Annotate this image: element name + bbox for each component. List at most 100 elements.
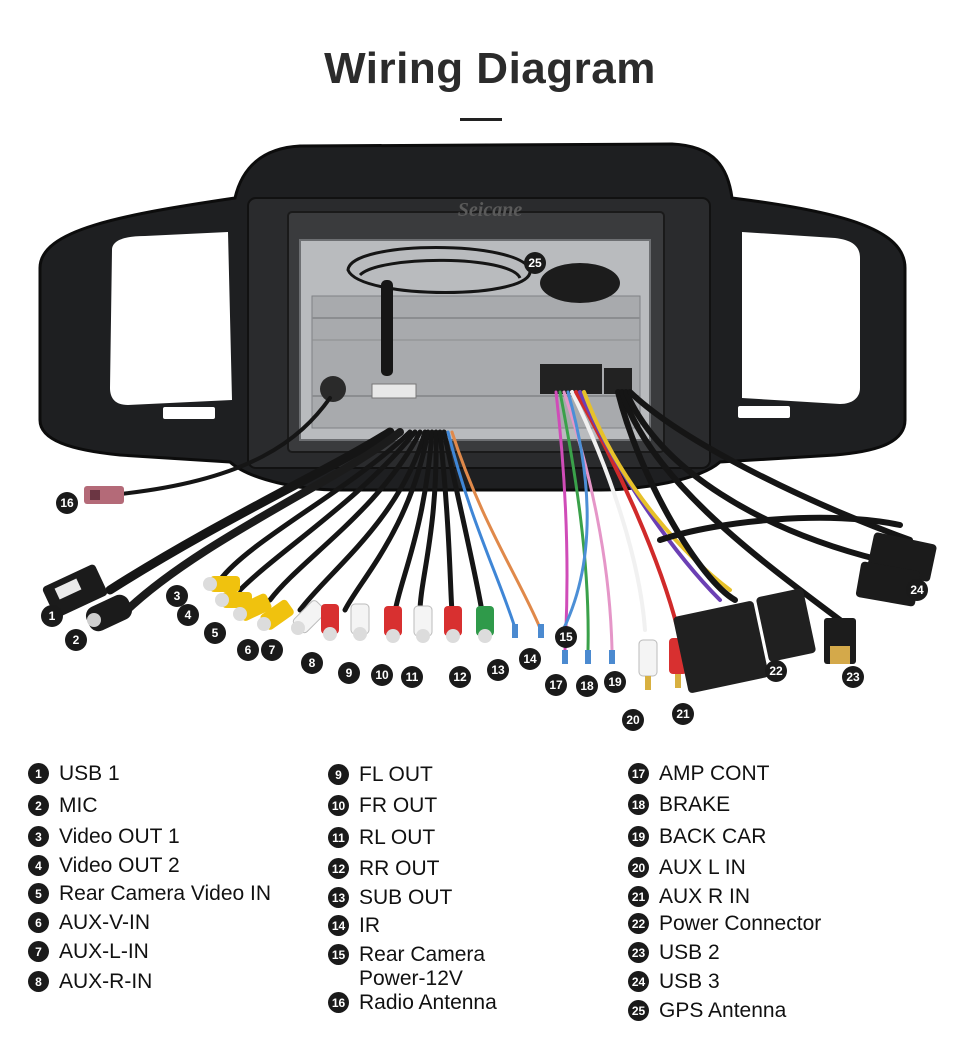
legend-badge: 21 (628, 886, 649, 907)
legend-label: USB 1 (59, 762, 120, 785)
legend-label: AUX-R-IN (59, 970, 153, 993)
svg-text:4: 4 (185, 608, 192, 622)
legend-label: BACK CAR (659, 825, 767, 848)
wifi-antenna (381, 280, 393, 376)
legend-item: 3 Video OUT 1 (28, 825, 180, 849)
callout-1: 1 (41, 605, 63, 627)
legend-badge: 20 (628, 857, 649, 878)
legend-label: GPS Antenna (659, 999, 787, 1022)
callout-21: 21 (672, 703, 694, 725)
wire-pins (512, 624, 615, 664)
callout-13: 13 (487, 659, 509, 681)
legend-badge: 9 (328, 764, 349, 785)
callout-5: 5 (204, 622, 226, 644)
rca-plugs (203, 576, 687, 690)
legend-label: RL OUT (359, 826, 436, 849)
legend-badge: 2 (28, 795, 49, 816)
svg-text:13: 13 (491, 663, 505, 677)
callout-6: 6 (237, 639, 259, 661)
callout-23: 23 (842, 666, 864, 688)
legend-badge: 7 (28, 941, 49, 962)
usb2-connector (824, 618, 856, 664)
legend-label: FR OUT (359, 794, 438, 817)
legend-badge: 12 (328, 858, 349, 879)
legend-badge: 23 (628, 942, 649, 963)
callout-16: 16 (56, 492, 78, 514)
legend-label: SUB OUT (359, 886, 453, 909)
legend-badge: 3 (28, 826, 49, 847)
svg-text:7: 7 (269, 643, 276, 657)
callout-3: 3 (166, 585, 188, 607)
svg-text:18: 18 (580, 679, 594, 693)
legend-badge: 4 (28, 855, 49, 876)
legend-label: USB 2 (659, 941, 720, 964)
callout-4: 4 (177, 604, 199, 626)
callout-10: 10 (371, 664, 393, 686)
legend-badge: 16 (328, 992, 349, 1013)
legend-label: BRAKE (659, 793, 731, 816)
legend-label: USB 3 (659, 970, 720, 993)
legend-item: 15 Rear Camera Power-12V (328, 943, 485, 991)
legend-badge: 10 (328, 795, 349, 816)
legend-badge: 14 (328, 915, 349, 936)
svg-text:5: 5 (212, 626, 219, 640)
legend-item: 5 Rear Camera Video IN (28, 882, 271, 906)
legend-item: 19 BACK CAR (628, 825, 766, 849)
svg-text:19: 19 (608, 675, 622, 689)
usb3-connector (855, 532, 937, 607)
gps-antenna (540, 263, 620, 303)
legend-badge: 5 (28, 883, 49, 904)
legend-label: Rear Camera Power-12V (359, 943, 486, 990)
svg-text:21: 21 (676, 707, 690, 721)
svg-text:20: 20 (626, 713, 640, 727)
callout-25: 25 (524, 252, 546, 274)
svg-text:1: 1 (49, 609, 56, 623)
legend-label: Video OUT 1 (59, 825, 180, 848)
svg-text:11: 11 (406, 670, 419, 684)
cables (105, 389, 913, 652)
legend-badge: 15 (328, 944, 349, 965)
callout-11: 11 (401, 666, 423, 688)
legend-item: 23 USB 2 (628, 941, 720, 965)
legend-badge: 22 (628, 913, 649, 934)
callout-18: 18 (576, 675, 598, 697)
svg-text:24: 24 (910, 583, 924, 597)
callout-17: 17 (545, 674, 567, 696)
callout-20: 20 (622, 709, 644, 731)
legend-item: 20 AUX L IN (628, 856, 746, 880)
legend-badge: 19 (628, 826, 649, 847)
legend-label: FL OUT (359, 763, 433, 786)
callout-24: 24 (906, 579, 928, 601)
svg-text:9: 9 (346, 666, 353, 680)
callout-14: 14 (519, 648, 541, 670)
svg-text:25: 25 (528, 256, 542, 270)
legend-label: AUX-L-IN (59, 940, 149, 963)
callout-2: 2 (65, 629, 87, 651)
wiring-diagram: Seicane (38, 142, 937, 731)
power-connector (673, 588, 816, 693)
legend-label: RR OUT (359, 857, 440, 880)
brand-logo: Seicane (458, 199, 523, 221)
svg-text:12: 12 (453, 670, 467, 684)
legend-badge: 11 (328, 827, 349, 848)
legend-label: IR (359, 914, 380, 937)
svg-text:23: 23 (846, 670, 860, 684)
legend-label: AUX-V-IN (59, 911, 151, 934)
svg-text:2: 2 (73, 633, 80, 647)
svg-text:8: 8 (309, 656, 316, 670)
callout-12: 12 (449, 666, 471, 688)
legend-label: Rear Camera Video IN (59, 882, 272, 905)
callout-7: 7 (261, 639, 283, 661)
legend-label: AUX L IN (659, 856, 746, 879)
